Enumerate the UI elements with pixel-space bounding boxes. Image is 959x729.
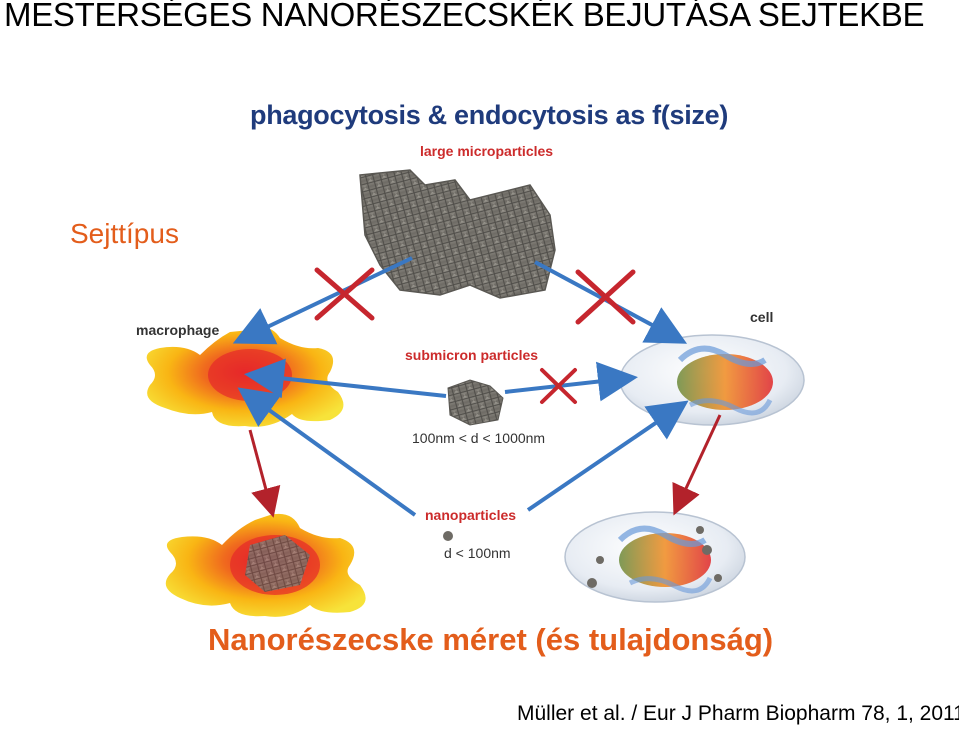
submicron-range-label: 100nm < d < 1000nm [412,430,546,446]
slide-title: MESTERSÉGES NANORÉSZECSKÉK BEJUTÁSA SEJT… [4,0,925,33]
arrow-nano-to-macrophage [237,387,417,517]
arrow-submicron-to-macrophage [244,358,447,399]
blocked-cross-left [314,267,375,321]
blocked-cross-submicron [540,368,577,404]
arrow-nano-to-cell [526,400,689,512]
submicron-particle-shape [447,379,504,426]
submicron-particles-label: submicron particles [405,347,539,363]
arrow-macrophage-uptake [248,429,281,518]
arrow-cell-uptake [672,414,722,516]
cell-bottom [564,511,746,603]
arrow-large-to-macrophage [232,256,413,345]
citation: Müller et al. / Eur J Pharm Biopharm 78,… [517,702,959,725]
nano-range-label: d < 100nm [444,545,511,561]
cell-top [619,334,805,426]
cell-label: cell [750,309,774,325]
macrophage-bottom [165,513,366,617]
nanoparticle-size-label: Nanorészecske méret (és tulajdonság) [208,622,774,657]
macrophage-label: macrophage [136,322,220,338]
figure-title: phagocytosis & endocytosis as f(size) [250,100,729,130]
large-microparticle-shape [359,169,556,299]
arrow-submicron-to-cell [504,361,638,402]
nanoparticle-shape [443,531,453,541]
macrophage-top [146,327,344,427]
cell-type-label: Sejttípus [70,218,179,249]
blocked-cross-right [575,269,636,325]
nanoparticles-label: nanoparticles [425,507,517,523]
large-microparticles-label: large microparticles [420,143,554,159]
